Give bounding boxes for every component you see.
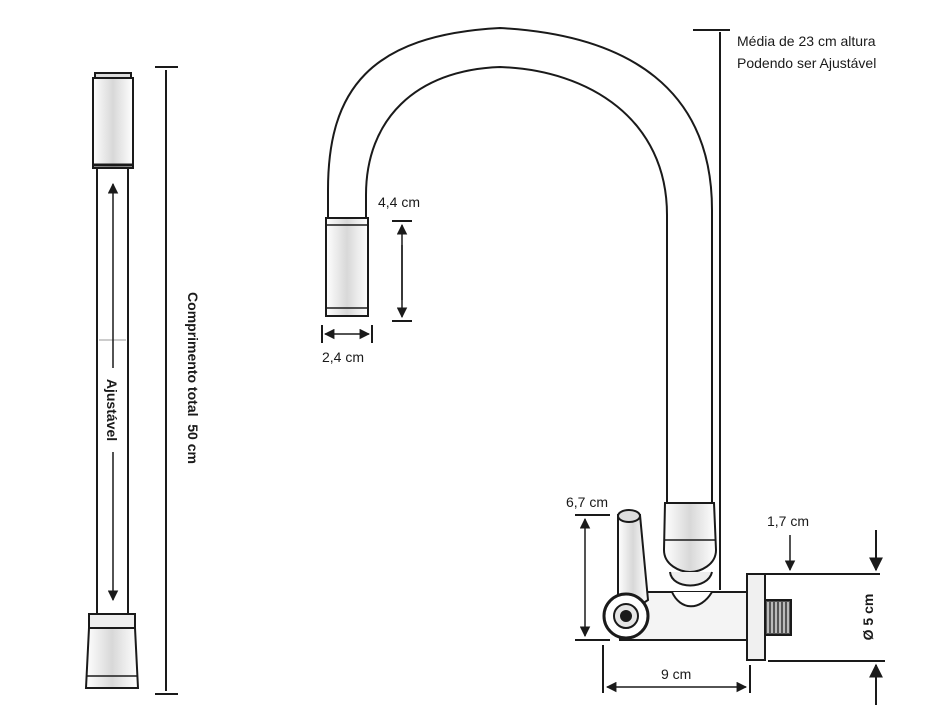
tube-collar: [662, 502, 718, 574]
total-length-label: Comprimento total 50 cm: [185, 292, 201, 464]
gooseneck-inner: [365, 65, 668, 505]
spout-width-dimension: [321, 325, 373, 343]
handle-height-label: 6,7 cm: [566, 494, 608, 510]
height-label-line1: Média de 23 cm altura: [737, 33, 876, 49]
height-dimension: [693, 29, 730, 590]
spout-height-dimension: [392, 220, 412, 322]
gooseneck-outer: [327, 26, 713, 505]
height-label-line2: Podendo ser Ajustável: [737, 55, 876, 71]
diameter-label: Ø 5 cm: [860, 594, 876, 641]
adjustable-label: Ajustável: [104, 379, 120, 441]
hose-top-connector: [92, 77, 134, 169]
hose-bottom-collar: [88, 613, 136, 629]
spout-width-label: 2,4 cm: [322, 349, 364, 365]
diameter-dimension: [768, 530, 885, 705]
handle-height-dimension: [575, 514, 610, 641]
spout-height-label: 4,4 cm: [378, 194, 420, 210]
spout-tip: [325, 217, 369, 317]
thread-length-label: 1,7 cm: [767, 513, 809, 529]
faucet: [325, 26, 792, 661]
body-width-dimension: [602, 645, 751, 693]
body-width-label: 9 cm: [661, 666, 691, 682]
threaded-stem: [764, 599, 792, 636]
hose-bottom-nut: [84, 627, 140, 689]
total-length-dimension: [155, 66, 178, 695]
wall-flange: [746, 573, 766, 661]
flexible-hose: [84, 72, 140, 689]
